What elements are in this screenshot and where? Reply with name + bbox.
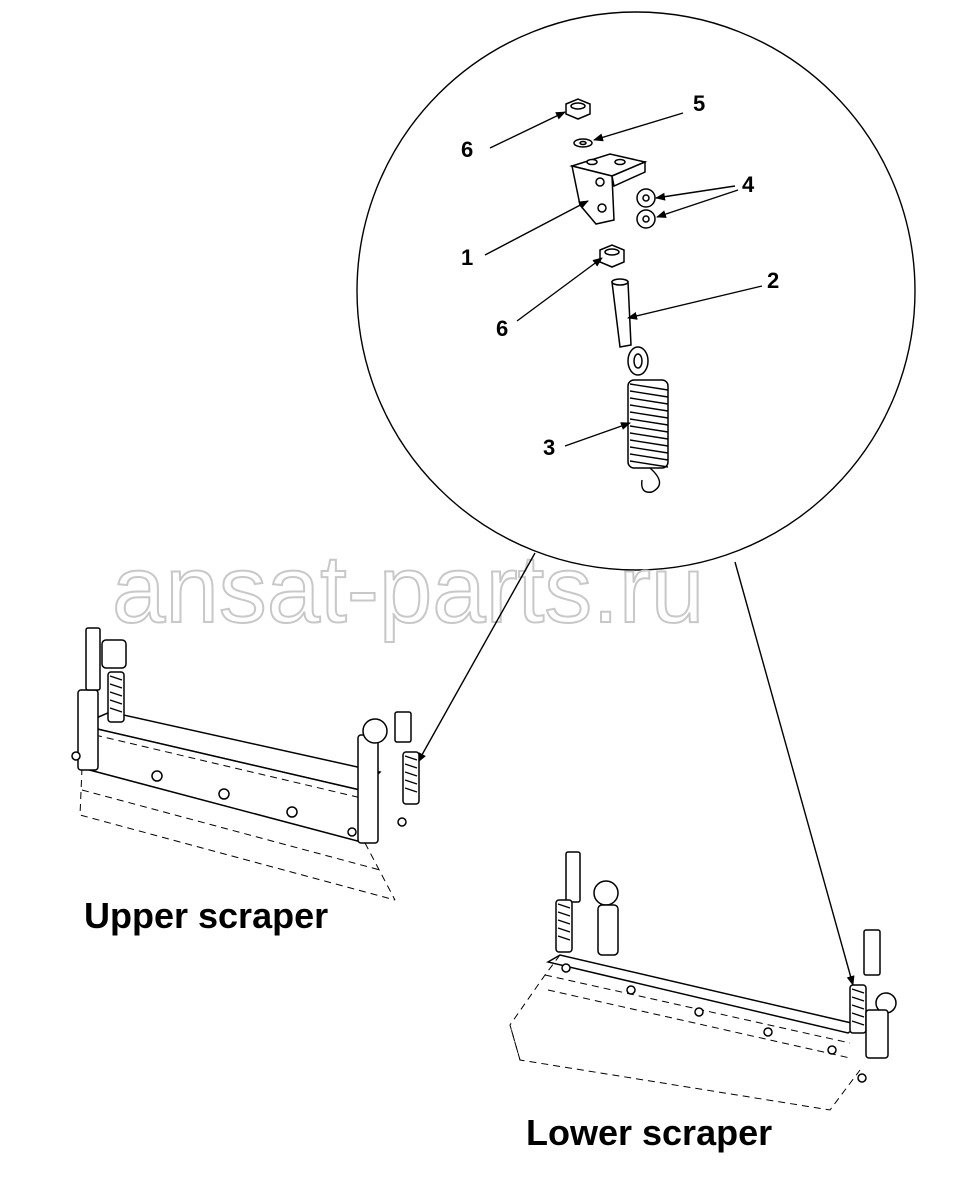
watermark-text: ansat-parts.ru: [112, 536, 704, 643]
caption-upper-scraper: Upper scraper: [84, 895, 328, 936]
part-1-bracket: [569, 153, 648, 225]
callout-3: 3: [543, 435, 555, 460]
callout-5: 5: [693, 91, 705, 116]
part-6-lower-nut: [599, 244, 625, 268]
caption-lower-scraper: Lower scraper: [526, 1112, 772, 1153]
part-2-rod: [611, 278, 649, 376]
part-3-spring: [627, 379, 669, 493]
lower-scraper-assembly: [509, 851, 897, 1111]
part-6-upper-nut: [565, 98, 591, 120]
upper-scraper-assembly: [71, 627, 420, 901]
part-5-washer: [573, 138, 593, 148]
callout-2: 2: [767, 268, 779, 293]
part-4-bolts: [636, 188, 656, 229]
callout-4: 4: [742, 172, 755, 197]
callout-6-upper: 6: [461, 137, 473, 162]
callout-1: 1: [461, 245, 473, 270]
callout-6-lower: 6: [496, 316, 508, 341]
detail-circle: [356, 11, 916, 571]
